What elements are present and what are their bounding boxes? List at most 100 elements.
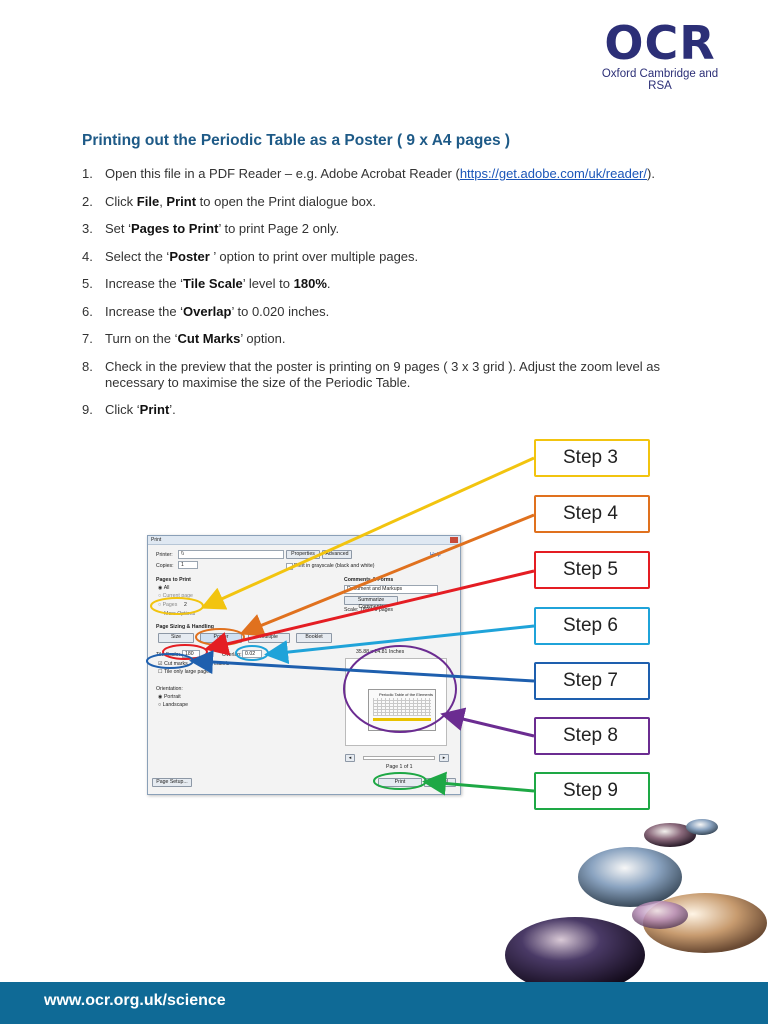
preview-sheet: Periodic Table of the Elements [368,689,436,731]
footer-bar: www.ocr.org.uk/science [0,982,768,1024]
radio-current-page[interactable]: ○ Current page [158,593,193,599]
tile-scale-label: Tile Scale: [156,652,181,658]
page-slider[interactable] [363,756,435,760]
acrobat-reader-link[interactable]: https://get.adobe.com/uk/reader/ [459,166,647,181]
step-item: 4.Select the ‘Poster ’ option to print o… [82,249,712,265]
copies-value: 1 [181,562,184,568]
step-text: ’ to 0.020 inches. [231,303,330,319]
callout-step-6: Step 6 [534,607,650,645]
overlap-value: 0.02 [245,651,256,657]
step-number: 9. [82,402,93,417]
printer-label: Printer: [156,552,173,558]
copies-input[interactable]: 1 [178,561,198,569]
step-item: 1.Open this file in a PDF Reader – e.g. … [82,166,712,182]
preview-size: 35.88 x 24.81 Inches [356,649,405,655]
step-keyword: 180% [293,276,327,291]
step-text: ’ level to [242,276,294,291]
step-number: 8. [82,358,93,374]
step-number: 2. [82,193,93,209]
step-text: . [326,276,331,291]
printer-value: \\ [181,551,184,557]
step-item: 7.Turn on the ‘Cut Marks’ option. [82,331,712,347]
step-text: Turn on the ‘ [105,331,178,346]
tile-scale-value: 180 [185,651,194,657]
lens-tiny-top [686,819,718,835]
landscape-radio[interactable]: ○ Landscape [158,702,188,708]
step-text: ’ option. [240,331,286,346]
lens-small-top [644,823,696,847]
logo-subtitle: Oxford Cambridge and RSA [601,68,719,92]
step-text: Select the ‘ [105,248,170,264]
poster-button[interactable]: Poster [200,633,242,643]
lens-pink [632,901,688,929]
tile-scale-input[interactable]: 180 [182,650,200,658]
step-item: 8. Check in the preview that the poster i… [82,359,712,391]
labels-label: Labels [214,661,230,667]
step-text: Check in the preview that the poster is … [105,358,660,390]
page-setup-button[interactable]: Page Setup... [152,778,192,787]
cut-marks-checkbox[interactable]: ☑ Cut marks [158,661,188,667]
footer-website-link[interactable]: www.ocr.org.uk/science [44,992,226,1009]
print-button[interactable]: Print [378,778,422,787]
copies-label: Copies: [156,563,174,569]
preview-title: Periodic Table of the Elements [379,692,433,697]
tile-large-label: Tile only large pages [164,669,212,675]
radio-all[interactable]: ◉ All [158,585,170,591]
step-item: 2.Click File, Print to open the Print di… [82,194,712,210]
booklet-button[interactable]: Booklet [296,633,332,643]
printer-select[interactable]: \\ [178,550,284,559]
callout-step-5: Step 5 [534,551,650,589]
callout-step-4: Step 4 [534,495,650,533]
portrait-label: Portrait [163,694,181,700]
lens-galaxy [505,917,645,990]
step-item: 5.Increase the ‘Tile Scale’ level to 180… [82,276,712,292]
lens-test-tubes [578,847,682,907]
pages-value[interactable]: 2 [184,602,187,608]
advanced-button[interactable]: Advanced [322,550,352,559]
overlap-input[interactable]: 0.02 [242,650,262,658]
grayscale-label: Print in grayscale (black and white) [294,563,375,569]
cancel-button[interactable]: Cancel [424,778,456,787]
step-text: Open this file in a PDF Reader – e.g. Ad… [105,166,460,181]
labels-checkbox[interactable]: ☐ Labels [208,661,230,667]
logo-mark: OCR [604,16,716,70]
callout-step-9: Step 9 [534,772,650,810]
radio-current-label: Current page [162,593,193,599]
step-number: 3. [82,221,93,236]
comments-select[interactable]: Document and Markups [344,585,438,594]
more-options[interactable]: More Options [164,611,196,617]
close-icon[interactable] [450,537,458,543]
step-text: ). [647,166,655,181]
step-item: 3.Set ‘Pages to Print’ to print Page 2 o… [82,221,712,237]
sizing-heading: Page Sizing & Handling [156,624,214,630]
summarize-comments-button[interactable]: Summarize Comments [344,596,398,610]
step-text: , [159,193,167,209]
radio-pages[interactable]: ○ Pages [158,602,178,608]
step-keyword: Print [139,402,170,417]
landscape-label: Landscape [162,702,188,708]
page-title: Printing out the Periodic Table as a Pos… [82,132,511,149]
step-keyword: Tile Scale [183,276,243,291]
grayscale-checkbox[interactable] [286,563,293,570]
multiple-button[interactable]: Multiple [248,633,290,643]
size-button[interactable]: Size [158,633,194,643]
tile-large-checkbox[interactable]: ☐ Tile only large pages [158,669,212,675]
help-link[interactable]: Help [430,552,441,558]
prev-page-button[interactable]: ◂ [345,754,355,762]
preview-yellow-band [373,718,431,721]
callout-step-7: Step 7 [534,662,650,700]
pages-heading: Pages to Print [156,577,191,583]
step-keyword: Pages to Print [131,221,219,236]
step-number: 4. [82,248,93,264]
instruction-list: 1.Open this file in a PDF Reader – e.g. … [82,166,712,430]
dialog-title: Print [148,536,460,545]
step-keyword: Poster [169,248,210,264]
step-item: 9.Click ‘Print’. [82,402,712,418]
step-number: 5. [82,276,93,291]
print-dialog-screenshot: Print Printer: \\ Properties Advanced He… [147,535,461,795]
step-item: 6.Increase the ‘Overlap’ to 0.020 inches… [82,304,712,320]
callout-step-3: Step 3 [534,439,650,477]
next-page-button[interactable]: ▸ [439,754,449,762]
properties-button[interactable]: Properties [286,550,320,559]
portrait-radio[interactable]: ◉ Portrait [158,694,181,700]
